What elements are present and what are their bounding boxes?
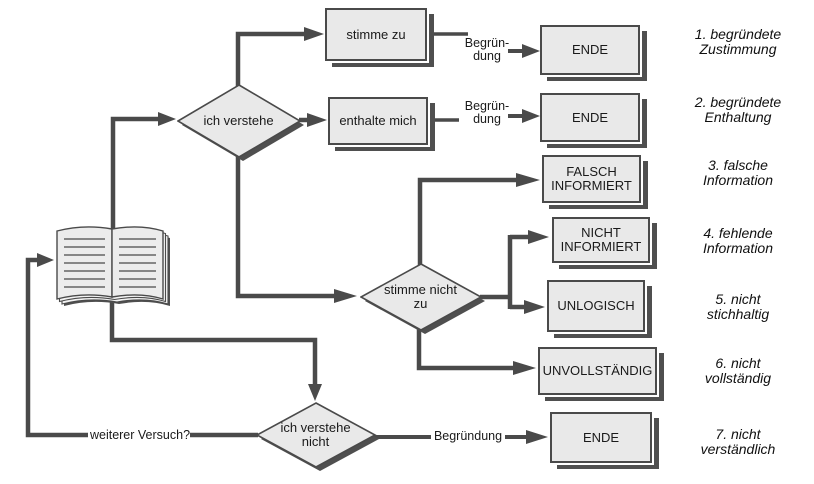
node-enthalte-mich: enthalte mich (328, 97, 428, 145)
node-unvollstaendig: UNVOLLSTÄNDIG (538, 347, 657, 395)
outcome-label-4: 4. fehlende Information (702, 225, 774, 256)
node-ende-1: ENDE (540, 25, 640, 75)
edge-ich-verstehe-to-stimme-zu (235, 27, 324, 87)
node-ende-1-label: ENDE (571, 42, 609, 57)
edge-enthalte-mich-to-ende-2 (428, 109, 540, 123)
node-falsch-informiert-line1: FALSCH (566, 164, 617, 179)
open-book-icon (56, 226, 170, 306)
outcome-label-6: 6. nicht vollständig (704, 355, 772, 386)
edge-to-unvollstaendig (416, 328, 536, 375)
node-falsch-informiert-line2: INFORMIERT (551, 178, 632, 193)
outcome-label-5: 5. nicht stichhaltig (706, 291, 770, 322)
decision-ich-verstehe-nicht-line2: nicht (301, 433, 330, 449)
node-nicht-informiert: NICHT INFORMIERT (552, 217, 650, 263)
decision-ich-verstehe: ich verstehe (177, 84, 305, 162)
edge-to-falsch-informiert (417, 173, 540, 265)
decision-ich-verstehe-nicht: ich verstehe nicht (256, 402, 380, 472)
node-stimme-zu-label: stimme zu (346, 26, 406, 42)
node-enthalte-mich-label: enthalte mich (339, 113, 417, 128)
node-nicht-informiert-line2: INFORMIERT (560, 239, 642, 254)
node-stimme-zu: stimme zu (325, 8, 427, 61)
edge-label-begruendung-2: Begrün- dung (464, 99, 510, 126)
node-falsch-informiert: FALSCH INFORMIERT (542, 155, 641, 203)
node-unlogisch: UNLOGISCH (547, 280, 645, 332)
edge-stimme-zu-to-ende-1 (427, 32, 540, 58)
node-unvollstaendig-label: UNVOLLSTÄNDIG (542, 363, 653, 378)
node-ende-3: ENDE (550, 412, 652, 463)
edge-book-to-ich-verstehe-nicht (109, 300, 322, 401)
decision-stimme-nicht-zu-line1: stimme nicht (384, 281, 457, 297)
edge-book-to-ich-verstehe (110, 112, 176, 229)
decision-ich-verstehe-nicht-line1: ich verstehe (280, 419, 351, 435)
edge-label-weiterer-versuch: weiterer Versuch? (89, 428, 191, 442)
edge-label-begruendung-1: Begrün- dung (464, 36, 510, 63)
edge-ich-verstehe-nicht-to-ende-3 (374, 430, 548, 444)
node-ende-3-label: ENDE (582, 429, 620, 445)
node-unlogisch-label: UNLOGISCH (557, 298, 635, 313)
decision-stimme-nicht-zu: stimme nicht zu (360, 263, 486, 335)
outcome-label-3: 3. falsche Information (702, 157, 774, 188)
node-ende-2: ENDE (540, 93, 640, 142)
node-nicht-informiert-line1: NICHT (581, 225, 621, 240)
outcome-label-7: 7. nicht verständlich (700, 426, 776, 457)
outcome-label-1: 1. begründete Zustimmung (694, 26, 782, 57)
edge-ich-verstehe-to-enthalte-mich (299, 113, 327, 127)
outcome-label-2: 2. begründete Enthaltung (694, 94, 782, 125)
edge-ich-verstehe-to-stimme-nicht-zu (235, 155, 357, 303)
edge-label-begruendung-3: Begründung (433, 429, 503, 443)
decision-ich-verstehe-label: ich verstehe (203, 112, 274, 128)
node-ende-2-label: ENDE (571, 109, 609, 125)
decision-stimme-nicht-zu-line2: zu (413, 295, 428, 311)
edge-split-nicht-informiert-unlogisch (480, 230, 549, 314)
edge-weiterer-versuch-loop (25, 253, 258, 438)
